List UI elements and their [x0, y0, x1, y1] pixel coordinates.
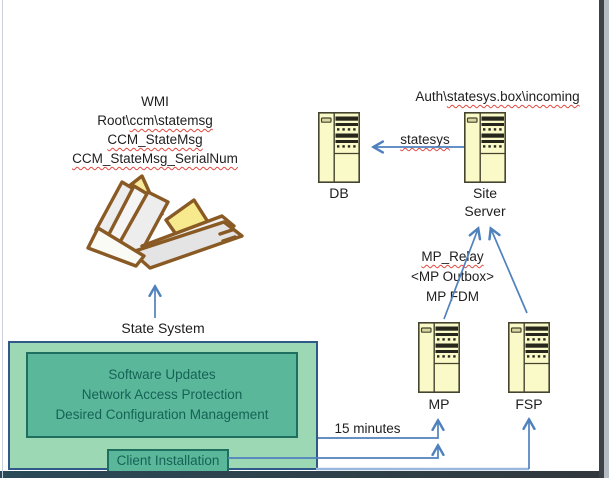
db-server-icon	[318, 112, 360, 183]
interval-label: 15 minutes	[334, 421, 401, 436]
features-box: Software Updates Network Access Protecti…	[26, 352, 298, 438]
state-system-label: State System	[121, 320, 205, 336]
file-sorter-clipart	[86, 174, 244, 270]
mp-relay-line2: <MP Outbox>	[410, 269, 495, 284]
wmi-annotation-line1: WMI	[141, 94, 169, 109]
mp-relay-annotation: MP_Relay <MP Outbox> MP FDM	[385, 247, 520, 307]
mp-server-icon	[418, 322, 460, 393]
mp-relay-line3: MP FDM	[426, 289, 479, 304]
mp-label: MP	[428, 396, 450, 412]
window-right-border	[599, 0, 604, 478]
wmi-annotation-line2: Root\ccm\statemsg	[97, 113, 213, 128]
feature-item: Software Updates	[108, 367, 216, 382]
window-bottom-border	[0, 471, 604, 478]
site-server-label: Site Server	[464, 185, 506, 219]
wmi-annotation-line3: CCM_StateMsg	[107, 132, 203, 147]
feature-item: Desired Configuration Management	[55, 407, 269, 422]
fsp-label: FSP	[515, 396, 543, 412]
window-right-shadow	[604, 0, 609, 478]
db-label: DB	[329, 185, 349, 201]
wmi-annotation-line4: CCM_StateMsg_SerialNum	[72, 151, 238, 166]
statesys-flow-label: statesys	[400, 132, 450, 147]
mp-relay-line1: MP_Relay	[421, 249, 484, 264]
feature-item: Network Access Protection	[81, 387, 243, 402]
window-left-border	[2, 0, 3, 478]
auth-path-annotation: Auth\statesys.box\incoming	[415, 89, 580, 104]
fsp-server-icon	[508, 322, 550, 393]
site-server-icon	[464, 112, 506, 183]
wmi-annotation: WMI Root\ccm\statemsg CCM_StateMsg CCM_S…	[35, 92, 275, 168]
client-installation-label: Client Installation	[116, 453, 220, 468]
